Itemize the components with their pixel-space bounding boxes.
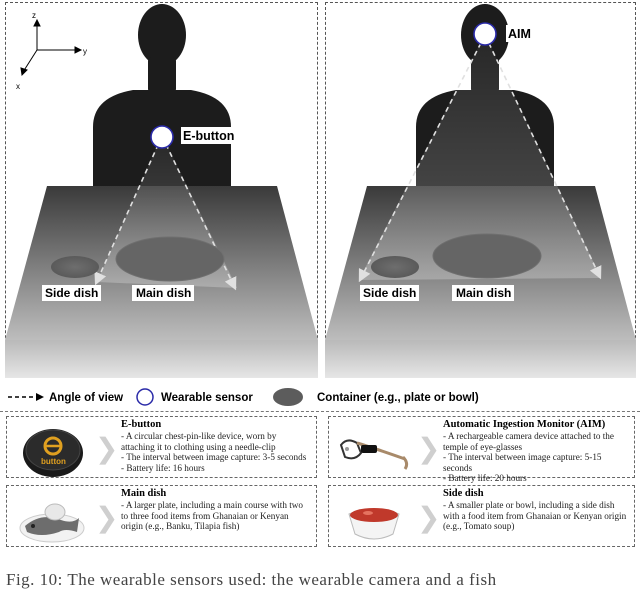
y-axis-label: y (83, 47, 87, 56)
aim-glasses-photo (339, 439, 409, 470)
axes-icon (20, 18, 83, 77)
right-scene-panel: AIM Side dish Main dish (325, 2, 636, 378)
legend-divider (0, 411, 640, 412)
aim-card-title: Automatic Ingestion Monitor (AIM) (443, 419, 606, 430)
e-button-card-title: E-button (121, 419, 162, 430)
main-dish-photo (19, 503, 85, 543)
aim-label: AIM (508, 27, 531, 41)
legend-angle-of-view: Angle of view (49, 392, 123, 404)
legend-wearable-sensor: Wearable sensor (161, 392, 253, 404)
e-button-desc-line: - A circular chest-pin-like device, worn… (121, 431, 277, 452)
side-dish-label: Side dish (363, 286, 416, 300)
side-dish-card-title: Side dish (443, 488, 484, 499)
e-button-card: button ❯ E-button - A circular chest-pin… (6, 416, 317, 478)
e-button-desc-line: - Battery life: 16 hours (121, 462, 205, 473)
side-dish-label: Side dish (45, 286, 98, 300)
side-dish-card: ❯ Side dish - A smaller plate or bowl, i… (328, 485, 635, 547)
e-button-photo: button (23, 429, 83, 477)
side-dish-plate (51, 256, 99, 278)
e-button-sensor-icon (150, 125, 174, 149)
table-front (5, 340, 318, 378)
main-dish-desc: - A larger plate, including a main cours… (121, 500, 304, 532)
main-dish-plate (432, 233, 542, 279)
side-dish-plate (371, 256, 419, 278)
main-dish-label: Main dish (456, 286, 511, 300)
aim-card: ❯ Automatic Ingestion Monitor (AIM) - A … (328, 416, 635, 483)
main-dish-label: Main dish (136, 286, 191, 300)
chevron-right-icon: ❯ (417, 501, 441, 534)
main-dish-card: ❯ Main dish - A larger plate, including … (6, 485, 317, 547)
figure-caption: Fig. 10: The wearable sensors used: the … (6, 570, 497, 589)
aim-desc-line: - Battery life: 20 hours (443, 473, 527, 484)
x-axis-label: x (16, 82, 20, 91)
side-dish-desc: - A smaller plate or bowl, including a s… (443, 500, 627, 532)
aim-desc-line: - A rechargeable camera device attached … (443, 431, 614, 452)
chevron-right-icon: ❯ (95, 501, 119, 534)
aim-desc-line: - The interval between image capture: 5-… (443, 452, 602, 473)
left-scene-panel: E-button Side dish Main dish z y x (5, 2, 318, 378)
chevron-right-icon: ❯ (417, 432, 441, 465)
aim-sensor-icon (473, 22, 497, 46)
e-button-desc-line: - The interval between image capture: 3-… (121, 452, 307, 463)
e-button-label: E-button (183, 129, 234, 143)
container-icon (273, 388, 303, 406)
wearable-sensor-icon (136, 388, 154, 406)
svg-text:button: button (41, 457, 66, 466)
legend: Angle of view Wearable sensor Container … (6, 386, 636, 408)
chevron-right-icon: ❯ (95, 432, 119, 465)
side-dish-photo (348, 508, 400, 540)
main-dish-plate (115, 236, 225, 282)
legend-container: Container (e.g., plate or bowl) (317, 392, 479, 404)
z-axis-label: z (32, 11, 36, 20)
table-front (325, 340, 636, 378)
main-dish-card-title: Main dish (121, 488, 167, 499)
